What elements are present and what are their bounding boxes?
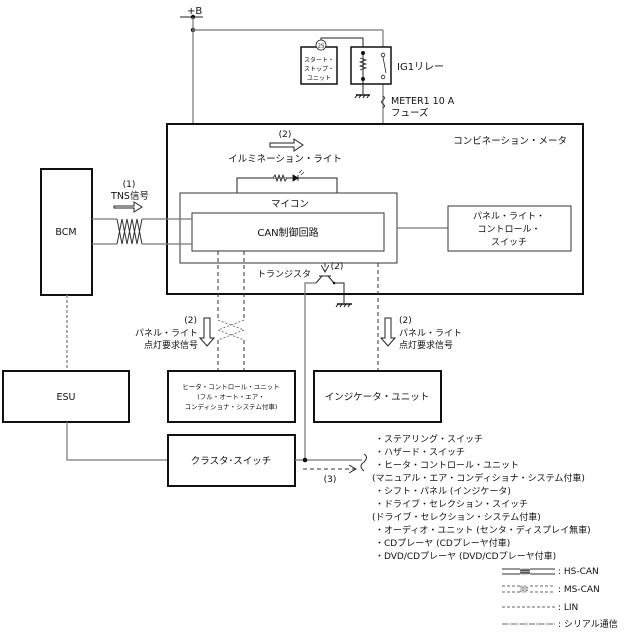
cluster-switch-label: クラスタ･スイッチ — [191, 456, 272, 467]
bcm-module — [40, 168, 93, 296]
svg-text:(3): (3) — [324, 475, 337, 485]
can-circuit — [191, 212, 385, 252]
svg-text:パネル・ライト: パネル・ライト — [135, 328, 198, 339]
legend-ms-can: : MS-CAN — [502, 584, 600, 595]
illumination-arrow-icon — [269, 138, 304, 152]
junction-dot — [302, 457, 308, 463]
svg-text:コントロール・: コントロール・ — [477, 225, 540, 235]
svg-text:: LIN: : LIN — [558, 603, 578, 613]
svg-text:(2): (2) — [184, 316, 197, 326]
relay-coil-icon — [358, 57, 368, 71]
power-terminal: +B — [180, 6, 203, 33]
indicator-unit-label: インジケータ・ユニット — [325, 392, 430, 403]
svg-text:ストップ・: ストップ・ — [304, 66, 334, 73]
list-item: ・DVD/CDプレーヤ (DVD/CDプレーヤ付車) — [375, 550, 556, 562]
list-item: ・ハザード・スイッチ — [375, 447, 465, 458]
list-item: ・オーディオ・ユニット (センタ・ディスプレイ無車) — [375, 524, 591, 536]
fuse-icon — [381, 95, 385, 109]
transistor-output-wire — [304, 282, 316, 461]
list-item: (マニュアル・エア・コンディショナ・システム付車) — [372, 472, 585, 484]
power-label: +B — [187, 6, 202, 17]
ground-icon — [354, 94, 370, 99]
svg-text:2S: 2S — [318, 44, 325, 50]
svg-text:(2): (2) — [331, 262, 344, 272]
svg-text:(2): (2) — [279, 130, 292, 140]
hs-can-bus — [92, 218, 192, 245]
relay-switch-icon — [382, 56, 387, 74]
ig1-relay-label: IG1リレー — [397, 62, 444, 73]
transistor-label: トランジスタ — [257, 269, 311, 280]
fuse-rating: METER1 10 A — [391, 96, 455, 107]
svg-text:コンディショナ・システム付車): コンディショナ・システム付車) — [185, 402, 278, 411]
indicator-unit — [313, 370, 442, 423]
svg-text:: MS-CAN: : MS-CAN — [558, 585, 600, 595]
svg-text:(フル・オート・エア・: (フル・オート・エア・ — [197, 393, 265, 401]
list-item: ・ヒータ・コントロール・ユニット — [375, 460, 519, 471]
svg-text:パネル・ライト: パネル・ライト — [399, 328, 462, 339]
legend-lin: : LIN — [502, 603, 578, 613]
svg-text:点灯要求信号: 点灯要求信号 — [399, 339, 453, 351]
svg-text:スイッチ: スイッチ — [491, 237, 527, 248]
device-list: ・ステアリング・スイッチ ・ハザード・スイッチ ・ヒータ・コントロール・ユニット… — [372, 433, 591, 562]
list-item: ・CDプレーヤ (CDプレーヤ付車) — [375, 537, 510, 549]
relay-control-wire — [320, 37, 364, 53]
svg-text:パネル・ライト・: パネル・ライト・ — [473, 211, 545, 222]
transistor-ground-wire — [334, 282, 345, 303]
panel-light-control-switch — [447, 205, 572, 252]
legend-hs-can: : HS-CAN — [502, 567, 599, 577]
esu-label: ESU — [57, 392, 76, 403]
esu-module — [2, 370, 130, 423]
ms-can-bus — [217, 251, 245, 370]
legend-serial: : シリアル通信 — [502, 618, 618, 630]
svg-text:ヒータ・コントロール・ユニット: ヒータ・コントロール・ユニット — [182, 382, 280, 391]
ground-icon-2 — [335, 303, 352, 308]
brace-icon — [360, 453, 367, 472]
request-arrow-right-icon — [379, 317, 397, 347]
svg-text:: シリアル通信: : シリアル通信 — [558, 618, 618, 630]
bcm-label: BCM — [55, 227, 76, 238]
list-item: (ドライブ・セレクション・システム付車) — [372, 511, 541, 523]
esu-cluster-wire — [66, 422, 167, 461]
svg-text:(2): (2) — [399, 316, 412, 326]
svg-text:点灯要求信号: 点灯要求信号 — [144, 339, 198, 351]
list-item: ・シフト・パネル (インジケータ) — [375, 486, 511, 497]
legend: : HS-CAN : MS-CAN : LIN : シリアル通信 — [502, 567, 618, 630]
tns-arrow-icon — [113, 201, 143, 213]
svg-text:: HS-CAN: : HS-CAN — [558, 567, 599, 577]
heater-control-unit — [167, 370, 296, 423]
illumination-label: イルミネーション・ライト — [228, 154, 342, 165]
led-icon — [292, 174, 299, 182]
list-item: ・ドライブ・セレクション・スイッチ — [375, 498, 528, 510]
start-stop-unit: 2S スタート・ ストップ・ ユニット — [300, 39, 338, 85]
svg-text:ユニット: ユニット — [307, 75, 331, 82]
can-circuit-label: CAN制御回路 — [257, 226, 318, 239]
microcomputer-label: マイコン — [271, 199, 309, 210]
svg-text:スタート・: スタート・ — [304, 56, 334, 64]
resistor-icon — [272, 173, 288, 183]
fuse-label: フューズ — [391, 107, 429, 119]
svg-text:(1): (1) — [123, 180, 136, 190]
tns-signal-label: TNS信号 — [110, 190, 149, 202]
request-arrow-left-icon — [198, 317, 216, 347]
list-item: ・ステアリング・スイッチ — [375, 433, 483, 445]
combination-meter-label: コンビネーション・メータ — [453, 136, 567, 147]
ig1-relay: IG1リレー — [350, 46, 444, 85]
